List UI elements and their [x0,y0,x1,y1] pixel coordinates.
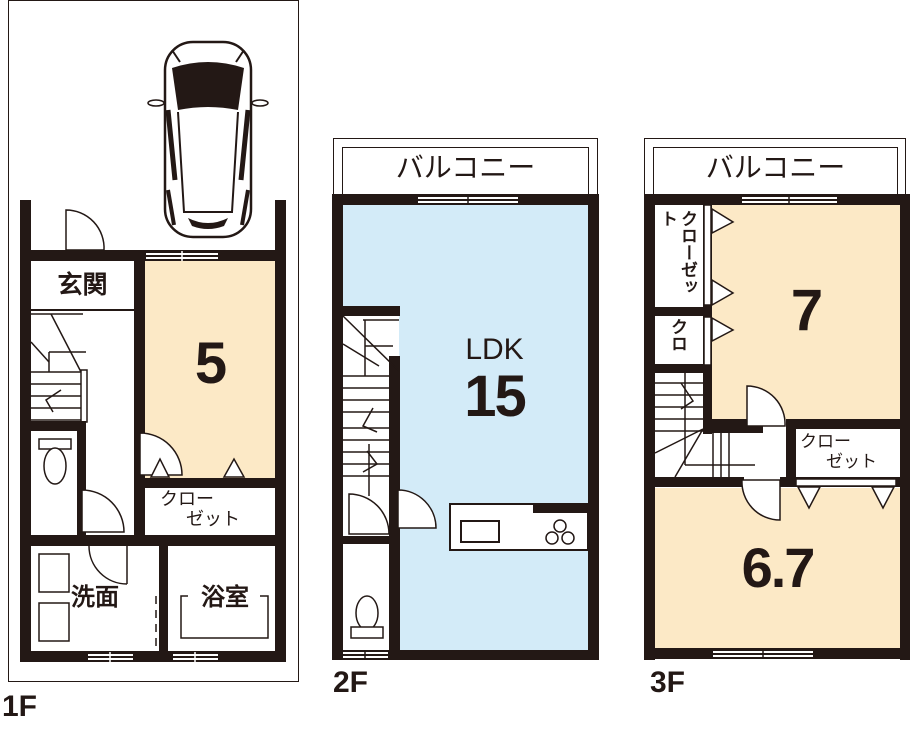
staircase-icon [342,315,400,496]
window-icon [343,650,388,660]
closet-door-icon [703,204,735,366]
closet-label: クロー ゼット [160,489,240,530]
window-icon [418,195,518,205]
toilet-icon [38,438,72,485]
entrance-label: 玄関 [57,270,108,299]
room-size-label: 7 [790,278,823,343]
stove-icon [545,519,575,545]
closet-label: クロー ゼット [800,432,877,472]
room-door-icon [139,432,183,476]
room-door-icon [741,479,781,521]
toilet-door-icon [81,489,125,533]
room-size-label: 6.7 [741,536,816,599]
closet-small-label: クロ [667,318,687,352]
closet-door-icon [149,457,246,478]
window-icon [88,652,133,662]
ldk-door-icon [397,489,437,529]
closet-door-icon [795,478,897,510]
window-icon [146,251,218,261]
washbasin-icon [38,553,70,642]
window-icon [713,649,813,659]
room-door-icon [746,385,786,427]
room-7 [712,205,900,420]
staircase-icon [654,373,763,478]
window-icon [173,652,218,662]
closet-label-vertical: クローゼット [657,210,697,295]
entrance-door-icon [65,209,105,251]
toilet-door-icon [348,493,390,535]
bathroom-label: 浴室 [201,583,249,611]
staircase-icon [30,313,88,423]
washroom-label: 洗面 [71,583,119,611]
wash-door-icon [88,545,128,585]
balcony-label: バルコニー [705,151,846,184]
room-size-label: 5 [194,331,227,396]
floor-label-1f: 1F [2,690,38,723]
car-icon [147,40,269,239]
floor-label-2f: 2F [333,666,369,699]
window-icon [742,195,837,205]
toilet-icon [350,595,384,639]
floor-label-3f: 3F [650,666,686,699]
bathtub-icon [180,595,269,639]
lot-boundary [8,0,299,682]
ldk-size-label: 15 [464,364,527,429]
sliding-door-icon [155,596,157,646]
ldk-label: LDK [465,333,524,366]
kitchen-sink-icon [460,520,500,543]
balcony-label: バルコニー [395,151,536,184]
